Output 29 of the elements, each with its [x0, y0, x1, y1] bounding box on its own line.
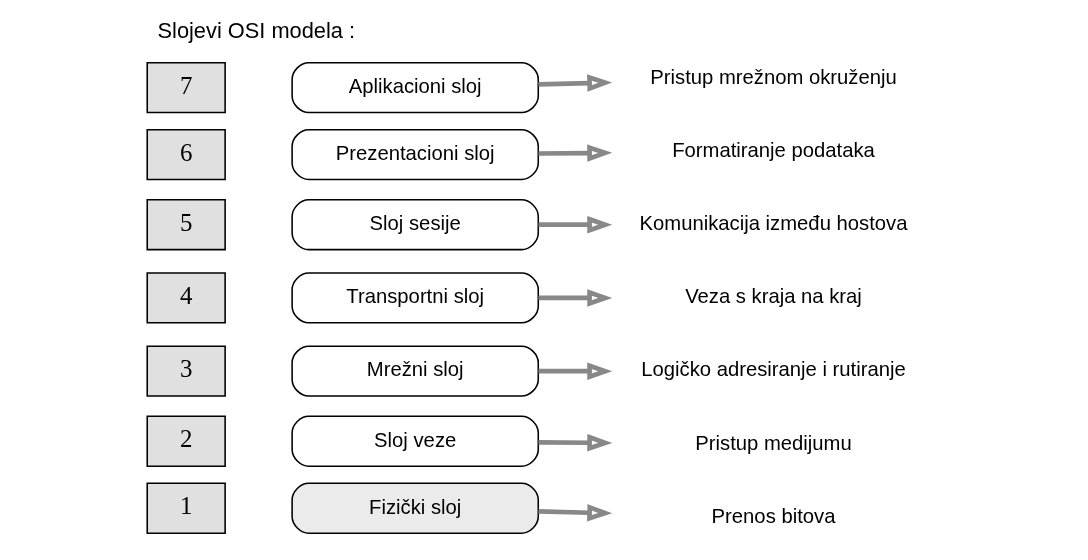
node-box: 7 [145, 61, 226, 114]
arrow [537, 503, 612, 522]
arrow [538, 144, 612, 162]
node-box: Prezentacioni sloj [290, 128, 539, 181]
node-box: Sloj sesije [290, 199, 539, 251]
arrow [538, 362, 612, 380]
node-box: Transportni sloj [290, 272, 539, 324]
node-text: Pristup medijumu [694, 431, 852, 454]
arrow [538, 434, 612, 452]
arrow [537, 74, 612, 92]
diagram-title: Slojevi OSI modela : [157, 18, 355, 44]
node-box: Mrežni sloj [290, 345, 539, 397]
node-box: 3 [145, 345, 226, 397]
node-text: Logičko adresiranje i rutiranje [640, 358, 906, 381]
node-box: 5 [145, 199, 226, 251]
node-box: Sloj veze [290, 415, 539, 467]
node-text: Veza s kraja na kraj [684, 285, 862, 308]
node-box: 2 [145, 415, 226, 467]
arrow [538, 215, 612, 234]
node-box: Aplikacioni sloj [290, 61, 539, 114]
arrow [538, 289, 612, 307]
node-text: Pristup mrežnom okruženju [649, 65, 897, 88]
node-box: 6 [145, 128, 226, 181]
node-text: Formatiranje podataka [671, 138, 875, 161]
node-box: 1 [145, 482, 226, 534]
node-text: Prenos bitova [711, 504, 835, 527]
node-box: Fizički sloj [290, 482, 539, 534]
node-box: 4 [145, 272, 226, 324]
node-text: Komunikacija između hostova [639, 211, 907, 234]
